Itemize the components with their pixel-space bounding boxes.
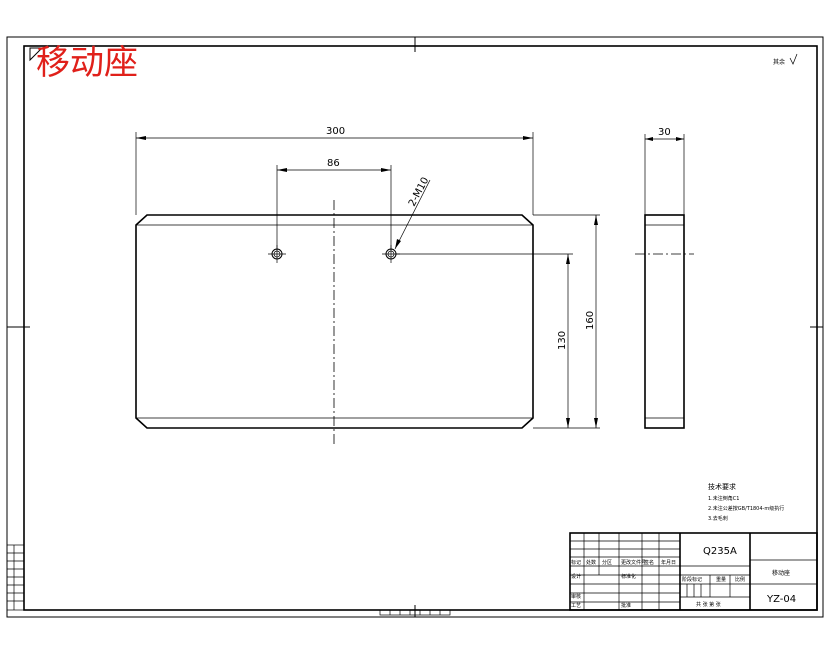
thread-callout-label: 2-M10 [407,176,431,209]
label-process: 工艺 [571,603,581,609]
label-design: 设计 [571,573,581,580]
header-change-doc: 更改文件号 [621,559,646,566]
tech-req-item-2: 2.未注公差按GB/T1804-m级执行 [708,505,784,512]
left-margin-table [6,544,25,611]
dimension-130-label: 130 [557,331,568,350]
material-value: Q235A [703,546,737,557]
dimension-30-label: 30 [658,127,671,138]
dimension-300-label: 300 [326,126,345,137]
part-name-value: 移动座 [772,569,790,577]
dimension-300: 300 [135,126,534,215]
header-signature: 签名 [644,559,654,566]
header-count: 处数 [586,559,596,566]
roughness-symbol [789,53,798,65]
label-stage-mark: 阶段标记 [682,576,702,583]
label-standardization: 标准化 [621,573,636,580]
drawing-frame [23,45,818,611]
surface-roughness-note: 其余 [773,58,785,66]
tech-req-item-3: 3.去毛刺 [708,515,728,522]
header-zone: 分区 [602,559,612,566]
technical-requirements: 技术要求 1.未注倒角C1 2.未注公差按GB/T1804-m级执行 3.去毛刺 [708,482,784,522]
plate-outline [135,214,534,429]
bottom-scale-strip [379,609,451,616]
dimension-86-label: 86 [327,158,340,169]
label-review: 审核 [571,593,581,600]
orientation-mark [29,47,44,62]
tech-req-heading: 技术要求 [708,482,736,491]
front-view [135,200,534,446]
title-block: 标记 处数 分区 更改文件号 签名 年月日 设计 标准化 审核 工艺 批准 阶段… [569,532,818,611]
dimension-86: 86 [276,158,392,250]
side-view: 30 [635,127,694,429]
dimension-160: 160 [533,214,600,428]
label-scale: 比例 [735,576,745,583]
header-mark: 标记 [571,559,581,566]
dimension-160-label: 160 [585,311,596,330]
header-date: 年月日 [661,559,676,566]
label-approve: 批准 [621,602,631,609]
side-outline [644,214,685,429]
sheet-border [6,36,824,618]
drawing-number-value: YZ-04 [766,594,796,605]
tech-req-item-1: 1.未注倒角C1 [708,495,739,502]
drawing-title: 移动座 [36,43,138,83]
label-weight: 重量 [716,576,726,583]
label-sheet: 共 张 第 张 [696,601,721,608]
dimension-130: 130 [396,253,600,429]
thread-callout: 2-M10 [394,176,431,250]
